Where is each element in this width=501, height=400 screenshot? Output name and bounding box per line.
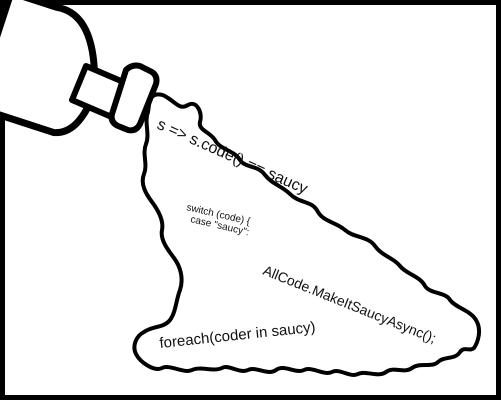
- bottle-cap: [108, 62, 160, 134]
- sauce-splash-icon: [132, 92, 482, 377]
- bottle-icon: [0, 0, 160, 137]
